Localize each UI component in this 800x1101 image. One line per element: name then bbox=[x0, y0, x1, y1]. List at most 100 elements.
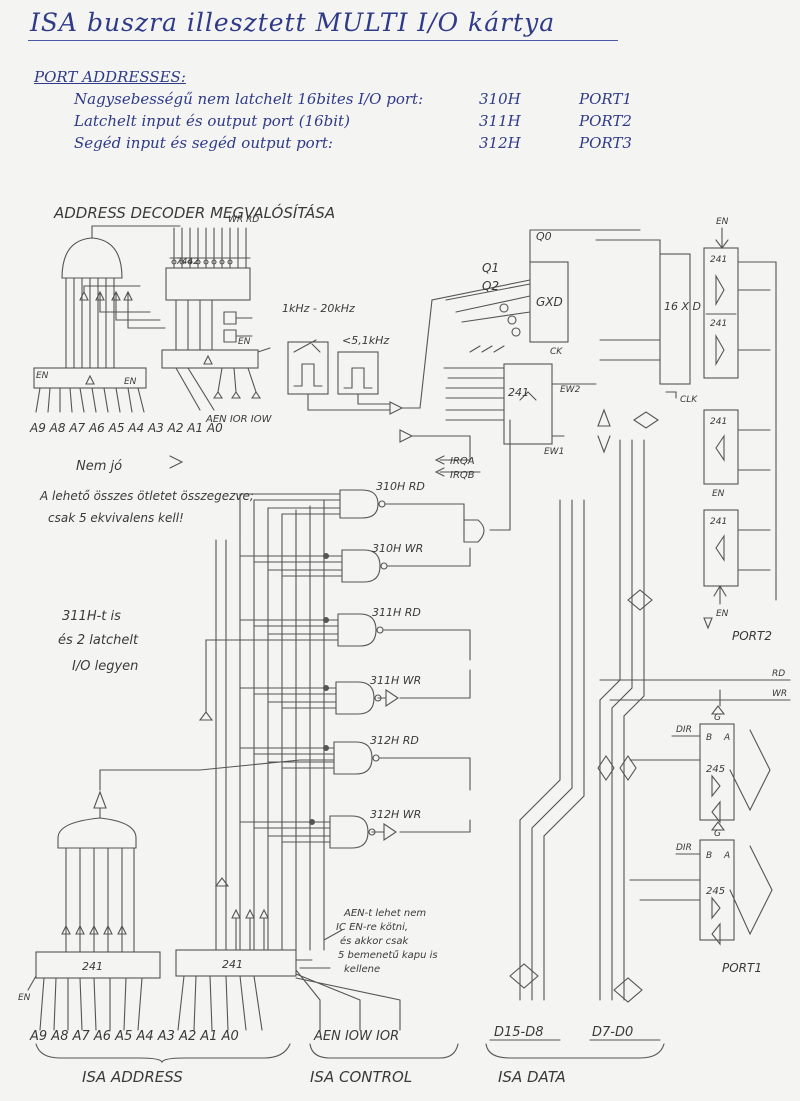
port-addresses-header: PORT ADDRESSES: bbox=[34, 68, 186, 86]
oscillator-2-wave bbox=[343, 367, 373, 389]
port-addresses: PORT ADDRESSES: Nagysebességű nem latche… bbox=[34, 66, 632, 154]
port2-out-buffer bbox=[703, 247, 739, 379]
nand-310h-rd bbox=[339, 489, 379, 519]
port2-in-triangle bbox=[715, 434, 725, 462]
clock-wire bbox=[401, 279, 531, 409]
chip-7442-outputs bbox=[173, 227, 247, 269]
p1-dir-lower: DIR bbox=[676, 843, 692, 853]
decoder-en-left: EN bbox=[36, 371, 49, 381]
isa-address-title: ISA ADDRESS bbox=[82, 1068, 183, 1086]
isa-buf-2-label: 241 bbox=[222, 958, 243, 971]
p1-a-lower: A bbox=[723, 851, 730, 861]
port2-en-out bbox=[715, 227, 729, 249]
port-row: Latchelt input és output port (16bit) 31… bbox=[34, 110, 632, 132]
gates-note-2: és 2 latchelt bbox=[58, 633, 139, 648]
port-row-addr: 310H bbox=[479, 90, 521, 108]
clock-wires bbox=[307, 393, 391, 411]
port2-en-in bbox=[713, 584, 727, 605]
port2-inverter bbox=[703, 617, 713, 630]
port-row-addr: 312H bbox=[479, 134, 521, 152]
isa-buf-1-label: 241 bbox=[82, 960, 103, 973]
decoder-note-2: A lehető összes ötletet összegezve; bbox=[39, 489, 254, 503]
port1-diamonds bbox=[597, 755, 637, 781]
gate-inputs bbox=[239, 747, 335, 769]
decoder-wire bbox=[257, 347, 271, 353]
irqa-label: IRQA bbox=[450, 456, 475, 467]
gate-inputs bbox=[239, 619, 339, 641]
nand-312h-rd bbox=[333, 741, 373, 775]
latch-clk bbox=[665, 391, 677, 399]
nand-311h-rd bbox=[337, 613, 377, 647]
center-outputs bbox=[551, 383, 597, 437]
p1-rd: RD bbox=[772, 669, 785, 679]
decoder-small-gates bbox=[223, 311, 237, 343]
enable-wire bbox=[99, 759, 335, 791]
port2-in-buffer-2 bbox=[703, 509, 739, 587]
chip-7442 bbox=[165, 267, 251, 301]
ew2-label: EW2 bbox=[560, 385, 581, 395]
port2-in-buffer-1 bbox=[703, 409, 739, 485]
clock-section bbox=[287, 229, 641, 477]
address-rails bbox=[215, 493, 325, 951]
isa-control-leads bbox=[295, 969, 401, 1031]
decoder-and-gate bbox=[61, 237, 123, 279]
gate-inputs bbox=[239, 493, 341, 515]
gate-label-311h-wr: 311H WR bbox=[370, 674, 421, 687]
port-row-desc: Latchelt input és output port (16bit) bbox=[74, 112, 350, 130]
chip-241-center bbox=[503, 363, 553, 445]
decoder-heading: ADDRESS DECODER MEGVALÓSÍTÁSA bbox=[53, 203, 335, 222]
port1-label: PORT1 bbox=[722, 961, 762, 975]
gate-label-310h-rd: 310H RD bbox=[376, 480, 425, 493]
decoder-buffer-symbol bbox=[203, 354, 213, 365]
isa-control-bracket bbox=[309, 1043, 459, 1059]
isa-control-title: ISA CONTROL bbox=[310, 1068, 412, 1086]
chip-245-upper bbox=[699, 723, 735, 821]
q1-label: Q1 bbox=[482, 261, 499, 275]
decoder-sketch bbox=[33, 225, 271, 469]
port1-data-lines bbox=[629, 759, 701, 901]
port2-out-triangles bbox=[715, 273, 725, 367]
p1-b-upper: B bbox=[706, 733, 712, 743]
decoder-buffer-right bbox=[161, 349, 259, 369]
irq-arrows bbox=[434, 455, 445, 477]
port1-rd-wr-lines bbox=[599, 679, 791, 707]
isa-data-hi: D15-D8 bbox=[494, 1025, 544, 1040]
aen-note-4: 5 bemenetű kapu is bbox=[338, 949, 438, 961]
center-241-label: 241 bbox=[508, 386, 529, 399]
isa-data-lo: D7-D0 bbox=[592, 1025, 633, 1040]
switch-bank bbox=[469, 345, 505, 353]
port-row-addr: 311H bbox=[479, 112, 521, 130]
latch-clk-label: CLK bbox=[680, 395, 698, 405]
isa-addr-inverters bbox=[231, 908, 269, 919]
p1-dir-upper: DIR bbox=[676, 725, 692, 735]
port2-diamond bbox=[633, 411, 659, 429]
port2-data-lines bbox=[595, 239, 661, 361]
data-bus bbox=[489, 439, 661, 1041]
mux-gxd bbox=[529, 261, 569, 343]
port-row-name: PORT3 bbox=[579, 134, 632, 152]
rail-inverter bbox=[214, 877, 230, 887]
decoder-ctrl-leads bbox=[217, 367, 257, 393]
aen-note-2: IC EN-re kötni, bbox=[336, 922, 408, 933]
decoder-note-1: Nem jó bbox=[76, 459, 122, 474]
isa-address-section bbox=[27, 807, 665, 1064]
decoder-inputs bbox=[65, 277, 115, 369]
q0-label: Q0 bbox=[536, 230, 552, 243]
decoder-wr-rd: WR RD bbox=[228, 215, 259, 225]
port2-label: PORT2 bbox=[732, 629, 772, 643]
q0-line bbox=[529, 229, 641, 263]
gate-label-311h-rd: 311H RD bbox=[372, 606, 421, 619]
port-row-name: PORT1 bbox=[579, 90, 632, 108]
osc-1-label: 1kHz - 20kHz bbox=[282, 302, 355, 315]
port2-buf-label: 241 bbox=[710, 517, 727, 527]
port1-lower-bus bbox=[729, 845, 773, 936]
decoder-wire bbox=[91, 225, 181, 239]
rail-wire bbox=[205, 639, 331, 713]
data-hi-connector bbox=[509, 963, 539, 989]
chip-7442-label: 7442 bbox=[176, 257, 199, 267]
chip-245-lower-arrows bbox=[711, 896, 721, 946]
address-gate-inputs bbox=[65, 847, 135, 953]
decoder-ctrl-arrows bbox=[212, 391, 262, 399]
port2-buf-label: 241 bbox=[710, 255, 727, 265]
